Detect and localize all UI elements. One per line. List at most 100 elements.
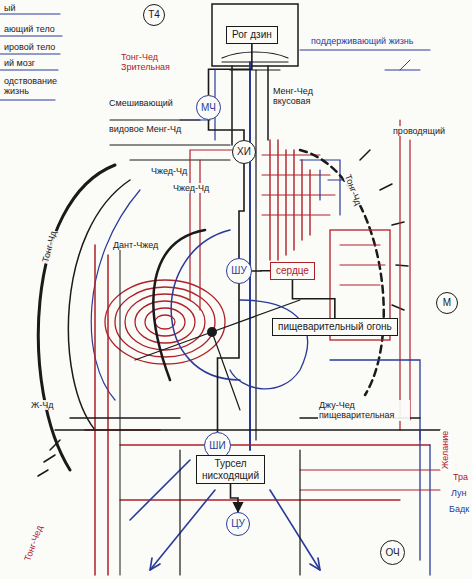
channel-stroke	[110, 120, 230, 160]
label-text: Джу-Чед пищеварительная	[319, 400, 394, 420]
channel-label: одствование жизнь	[3, 76, 67, 97]
channel-circle: ОЧ	[380, 540, 405, 565]
channel-connector	[292, 280, 334, 319]
channel-label: Ж-Чд	[30, 400, 55, 410]
channel-stroke	[150, 558, 320, 570]
channel-stroke	[38, 165, 115, 470]
channel-stroke	[255, 70, 256, 440]
label-text: Менг-Чед вкусовая	[273, 86, 313, 106]
channel-label: Тра	[452, 472, 469, 482]
channel-stroke	[125, 294, 205, 350]
label-text: Тра	[453, 472, 468, 482]
channel-circle: ХИ	[232, 140, 256, 164]
channel-stroke	[300, 470, 440, 490]
channel-label: Бадк	[448, 504, 470, 514]
node-text: Рог дзин	[232, 29, 272, 41]
node-text: Т4	[148, 9, 160, 21]
label-text: Лун	[451, 488, 466, 498]
channel-label: Тонг-Чед	[22, 523, 45, 563]
channel-stroke	[340, 245, 385, 285]
channel-label: Желание	[440, 430, 450, 470]
node-text: пищеварительный огонь	[278, 321, 392, 333]
channel-stroke	[400, 120, 410, 430]
node-text: Турсел	[202, 458, 259, 470]
label-text: видовое Менг-Чд	[109, 124, 181, 134]
organ-box: пищеварительный огонь	[272, 318, 398, 336]
node-text: ЦУ	[231, 518, 245, 530]
label-text: одствование жизнь	[4, 76, 57, 96]
label-text: ающий тело	[4, 24, 55, 34]
label-text: Бадк	[449, 504, 469, 514]
channel-stroke	[385, 60, 420, 70]
channel-stroke	[135, 301, 195, 343]
channel-label: Лун	[450, 488, 467, 498]
channel-circle: МЧ	[196, 95, 221, 120]
channel-label: ировой тело	[3, 42, 56, 52]
label-text: ировой тело	[4, 42, 55, 52]
node-text: М	[443, 297, 451, 309]
channel-stroke	[230, 300, 308, 389]
organ-box: Рог дзин	[226, 26, 278, 44]
channel-connector	[239, 164, 244, 258]
channel-stroke	[120, 445, 430, 500]
channel-stroke	[105, 280, 225, 364]
channel-stroke	[270, 140, 310, 260]
channel-label: Чжед-Чд	[172, 183, 210, 193]
channel-label: Смешивающий	[108, 98, 174, 108]
channel-stroke	[249, 62, 251, 450]
channel-connector	[209, 44, 252, 96]
channel-circle: Т4	[143, 4, 165, 26]
channel-stroke	[115, 287, 215, 357]
channel-label: проводящий	[392, 126, 446, 136]
channel-stroke	[130, 460, 320, 570]
label-text: ий мозг	[4, 58, 35, 68]
node-text: сердце	[276, 265, 309, 277]
channel-stroke	[180, 450, 300, 575]
channel-stroke	[120, 250, 121, 575]
label-text: ый	[4, 3, 16, 13]
organ-box: сердце	[270, 262, 315, 280]
channel-connector	[218, 284, 240, 432]
channel-stroke	[300, 49, 430, 50]
channel-stroke	[153, 230, 205, 380]
channel-circle: ШУ	[226, 258, 252, 284]
channel-label: ающий тело	[3, 24, 56, 34]
channel-stroke	[262, 155, 335, 215]
channel-label: Менг-Чед вкусовая	[272, 86, 334, 107]
channel-label: ый	[3, 3, 17, 13]
channel-connector	[231, 484, 239, 512]
label-text: Чжед-Чд	[173, 183, 209, 193]
organ-box: Турселнисходящий	[196, 455, 265, 484]
spiral-organ	[105, 280, 225, 364]
channel-label: Тонг-Чед Зрительная	[120, 52, 184, 73]
channel-circle: М	[436, 292, 458, 314]
label-text: Тонг-Чед	[22, 524, 44, 562]
channel-strokes	[0, 4, 440, 575]
label-text: проводящий	[393, 126, 445, 136]
label-text: Тонг-Чд	[343, 173, 363, 207]
channel-label: Джу-Чед пищеварительная	[318, 400, 410, 421]
channel-label: Чжед-Чд	[150, 166, 188, 176]
channel-label: видовое Менг-Чд	[108, 124, 182, 134]
label-text: Чжед-Чд	[151, 166, 187, 176]
channel-label: Дант-Чжед	[112, 240, 159, 250]
channel-label: поддерживающий жизнь	[310, 36, 414, 46]
label-text: Желание	[440, 431, 450, 469]
channel-stroke	[85, 245, 160, 575]
channel-stroke	[420, 430, 430, 575]
label-text: Тонг-Чед Зрительная	[121, 52, 170, 72]
channel-stroke	[38, 440, 60, 476]
label-text: Дант-Чжед	[113, 240, 158, 250]
channel-label: Тонг-Чд	[342, 172, 363, 208]
channel-circle: ЦУ	[226, 512, 250, 536]
node-text: ОЧ	[385, 547, 399, 559]
channel-stroke	[300, 160, 345, 215]
node-text: ШИ	[209, 440, 225, 452]
node-text: нисходящий	[202, 470, 259, 482]
node-text: ШУ	[231, 265, 247, 277]
channel-stroke	[145, 308, 185, 336]
node-text: МЧ	[201, 102, 216, 114]
channel-label: ий мозг	[3, 58, 36, 68]
